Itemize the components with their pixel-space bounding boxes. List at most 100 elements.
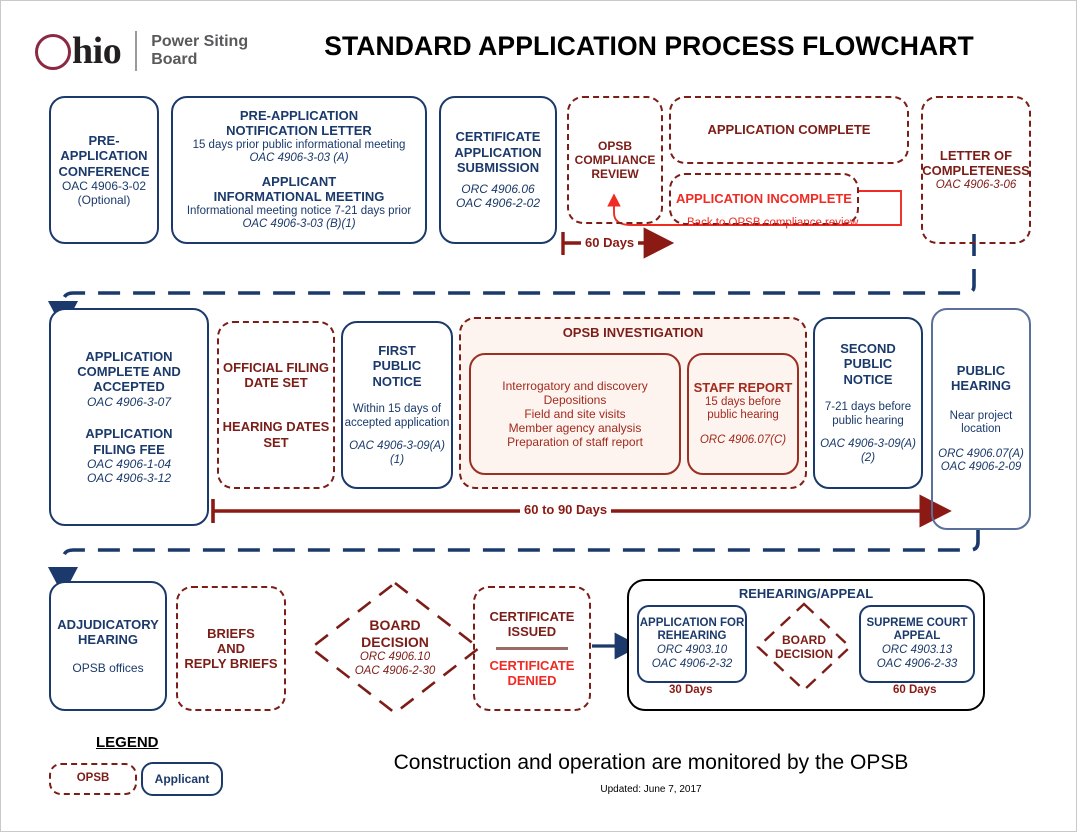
legend-title: LEGEND	[96, 734, 159, 751]
adjudicatory-title-l2: HEARING	[78, 632, 138, 648]
diamond-board-decision[interactable]: BOARD DECISION ORC 4906.10 OAC 4906-2-30	[307, 579, 483, 717]
updated-date: Updated: June 7, 2017	[600, 784, 702, 795]
staff-report-sub2: public hearing	[707, 409, 779, 422]
supreme-court-title-l2: APPEAL	[893, 630, 941, 643]
applicant-info-meeting-sub: Informational meeting notice 7-21 days p…	[186, 204, 412, 217]
footer-note: Construction and operation are monitored…	[393, 751, 909, 774]
second-notice-title-l2: PUBLIC	[843, 356, 893, 372]
adjudicatory-sub: OPSB offices	[72, 660, 144, 675]
diamond-rehearing-board-decision[interactable]: BOARD DECISION	[755, 601, 853, 693]
logo-subtitle-line2: Board	[151, 51, 198, 68]
box-investigation-activities[interactable]: Interrogatory and discovery Depositions …	[469, 353, 681, 475]
box-application-for-rehearing[interactable]: APPLICATION FOR REHEARING ORC 4903.10 OA…	[637, 605, 747, 683]
staff-report-sub1: 15 days before	[704, 395, 782, 408]
box-first-public-notice[interactable]: FIRST PUBLIC NOTICE Within 15 days of ac…	[341, 321, 453, 489]
box-second-public-notice[interactable]: SECOND PUBLIC NOTICE 7-21 days before pu…	[813, 317, 923, 489]
public-hearing-sub2: location	[961, 423, 1001, 436]
rehearing-board-decision-l1: BOARD	[782, 632, 826, 647]
cert-app-sub-title-l2: APPLICATION	[454, 144, 542, 160]
investigation-item-3: Member agency analysis	[508, 421, 642, 436]
box-letter-of-completeness[interactable]: LETTER OF COMPLETENESS OAC 4906-3-06	[921, 96, 1031, 244]
applicant-info-meeting-title-l2: INFORMATIONAL MEETING	[213, 189, 385, 205]
timeline-label-30-days: 30 Days	[665, 684, 717, 696]
legend-opsb-label: OPSB	[76, 772, 110, 785]
logo-divider	[135, 31, 138, 71]
legend-applicant-label: Applicant	[154, 771, 210, 786]
box-supreme-court-appeal[interactable]: SUPREME COURT APPEAL ORC 4903.13 OAC 490…	[859, 605, 975, 683]
app-accepted-title-l2: COMPLETE AND	[77, 363, 181, 379]
briefs-title-l3: REPLY BRIEFS	[184, 656, 278, 672]
certificate-issued-l1: CERTIFICATE	[489, 608, 575, 624]
filing-fee-title-l1: APPLICATION	[85, 426, 173, 442]
pre-app-conf-title-l2: APPLICATION	[60, 148, 148, 164]
adjudicatory-title-l1: ADJUDICATORY	[57, 617, 159, 633]
pre-app-notif-sub1: 15 days prior public informational meeti…	[192, 138, 406, 151]
board-decision-diamond-shape	[308, 581, 482, 715]
legend-swatch-applicant: Applicant	[141, 762, 223, 796]
pre-app-notif-title-l1: PRE-APPLICATION	[239, 108, 359, 124]
box-pre-application-conference[interactable]: PRE- APPLICATION CONFERENCE OAC 4906-3-0…	[49, 96, 159, 244]
second-notice-sub2: public hearing	[832, 414, 904, 427]
opsb-review-title-l1: OPSB	[597, 138, 632, 153]
pre-app-conf-title-l1: PRE-	[88, 132, 120, 148]
certificate-issued-l2: ISSUED	[507, 623, 557, 639]
ohio-wordmark: hio	[35, 29, 122, 73]
second-notice-title-l3: NOTICE	[843, 371, 893, 387]
public-hearing-cite2: OAC 4906-2-09	[940, 461, 1022, 474]
opsb-review-title-l3: REVIEW	[591, 167, 639, 182]
box-opsb-compliance-review[interactable]: OPSB COMPLIANCE REVIEW	[567, 96, 663, 224]
application-complete-title: APPLICATION COMPLETE	[707, 122, 871, 138]
box-staff-report[interactable]: STAFF REPORT 15 days before public heari…	[687, 353, 799, 475]
app-accepted-cite: OAC 4906-3-07	[86, 394, 172, 409]
applicant-info-meeting-title-l1: APPLICANT	[261, 174, 337, 190]
box-certificate-application-submission[interactable]: CERTIFICATE APPLICATION SUBMISSION ORC 4…	[439, 96, 557, 244]
cert-app-sub-title-l1: CERTIFICATE	[455, 129, 541, 145]
app-rehearing-cite2: OAC 4906-2-32	[651, 657, 733, 670]
board-decision-cite2: OAC 4906-2-30	[354, 664, 436, 677]
box-pre-application-notification-letter[interactable]: PRE-APPLICATION NOTIFICATION LETTER 15 d…	[171, 96, 427, 244]
box-briefs-and-reply-briefs[interactable]: BRIEFS AND REPLY BRIEFS	[176, 586, 286, 711]
investigation-item-2: Field and site visits	[524, 406, 626, 421]
logo-subtitle-line1: Power Siting	[151, 33, 249, 51]
box-public-hearing[interactable]: PUBLIC HEARING Near project location ORC…	[931, 308, 1031, 530]
box-application-complete-and-accepted[interactable]: APPLICATION COMPLETE AND ACCEPTED OAC 49…	[49, 308, 209, 526]
briefs-title-l1: BRIEFS	[207, 625, 255, 641]
supreme-court-cite1: ORC 4903.13	[881, 644, 953, 656]
pre-app-conf-note: (Optional)	[77, 192, 131, 207]
application-incomplete-title: APPLICATION INCOMPLETE	[676, 191, 852, 207]
first-notice-cite: OAC 4906-3-09(A)(1)	[349, 439, 445, 466]
board-decision-title-l1: BOARD	[369, 617, 421, 634]
rehearing-board-decision-diamond-shape	[756, 602, 852, 692]
filing-fee-title-l2: FILING FEE	[93, 441, 165, 457]
ohio-power-siting-board-logo: hio Power Siting Board	[35, 29, 248, 73]
back-to-opsb-review-note: Back to OPSB compliance review	[687, 217, 859, 229]
pre-app-notif-cite1: OAC 4906-3-03 (A)	[249, 152, 349, 165]
second-notice-title-l1: SECOND	[840, 340, 896, 356]
box-certificate-outcome[interactable]: CERTIFICATE ISSUED CERTIFICATE DENIED	[473, 586, 591, 711]
staff-report-cite: ORC 4906.07(C)	[699, 434, 787, 447]
legend-swatch-opsb: OPSB	[49, 763, 137, 795]
supreme-court-title-l1: SUPREME COURT	[866, 616, 968, 629]
box-application-incomplete[interactable]: APPLICATION INCOMPLETE	[669, 173, 859, 225]
app-accepted-title-l1: APPLICATION	[85, 348, 173, 364]
app-rehearing-title-l1: APPLICATION FOR	[639, 616, 745, 629]
investigation-item-4: Preparation of staff report	[507, 435, 643, 450]
letter-completeness-title-l1: LETTER OF	[939, 147, 1013, 163]
box-opsb-investigation[interactable]: OPSB INVESTIGATION	[459, 317, 807, 489]
hearing-dates-title-l2: SET	[263, 434, 289, 450]
rehearing-appeal-title: REHEARING/APPEAL	[738, 586, 874, 601]
applicant-info-meeting-cite: OAC 4906-3-03 (B)(1)	[242, 218, 356, 231]
box-adjudicatory-hearing[interactable]: ADJUDICATORY HEARING OPSB offices	[49, 581, 167, 711]
cert-app-sub-cite2: OAC 4906-2-02	[455, 196, 541, 211]
first-notice-sub1: Within 15 days of	[352, 403, 442, 416]
box-application-complete[interactable]: APPLICATION COMPLETE	[669, 96, 909, 164]
timeline-label-60-days-row1: 60 Days	[581, 235, 639, 250]
box-official-filing-date-hearing-dates[interactable]: OFFICIAL FILING DATE SET HEARING DATES S…	[217, 321, 335, 489]
first-notice-title-l3: NOTICE	[372, 373, 422, 389]
filing-fee-cite1: OAC 4906-1-04	[86, 457, 172, 472]
opsb-review-title-l2: COMPLIANCE	[574, 152, 656, 167]
supreme-court-cite2: OAC 4906-2-33	[876, 657, 958, 670]
official-filing-title-l2: DATE SET	[244, 375, 308, 391]
public-hearing-cite1: ORC 4906.07(A)	[938, 447, 1024, 460]
public-hearing-title-l1: PUBLIC	[956, 362, 1006, 378]
